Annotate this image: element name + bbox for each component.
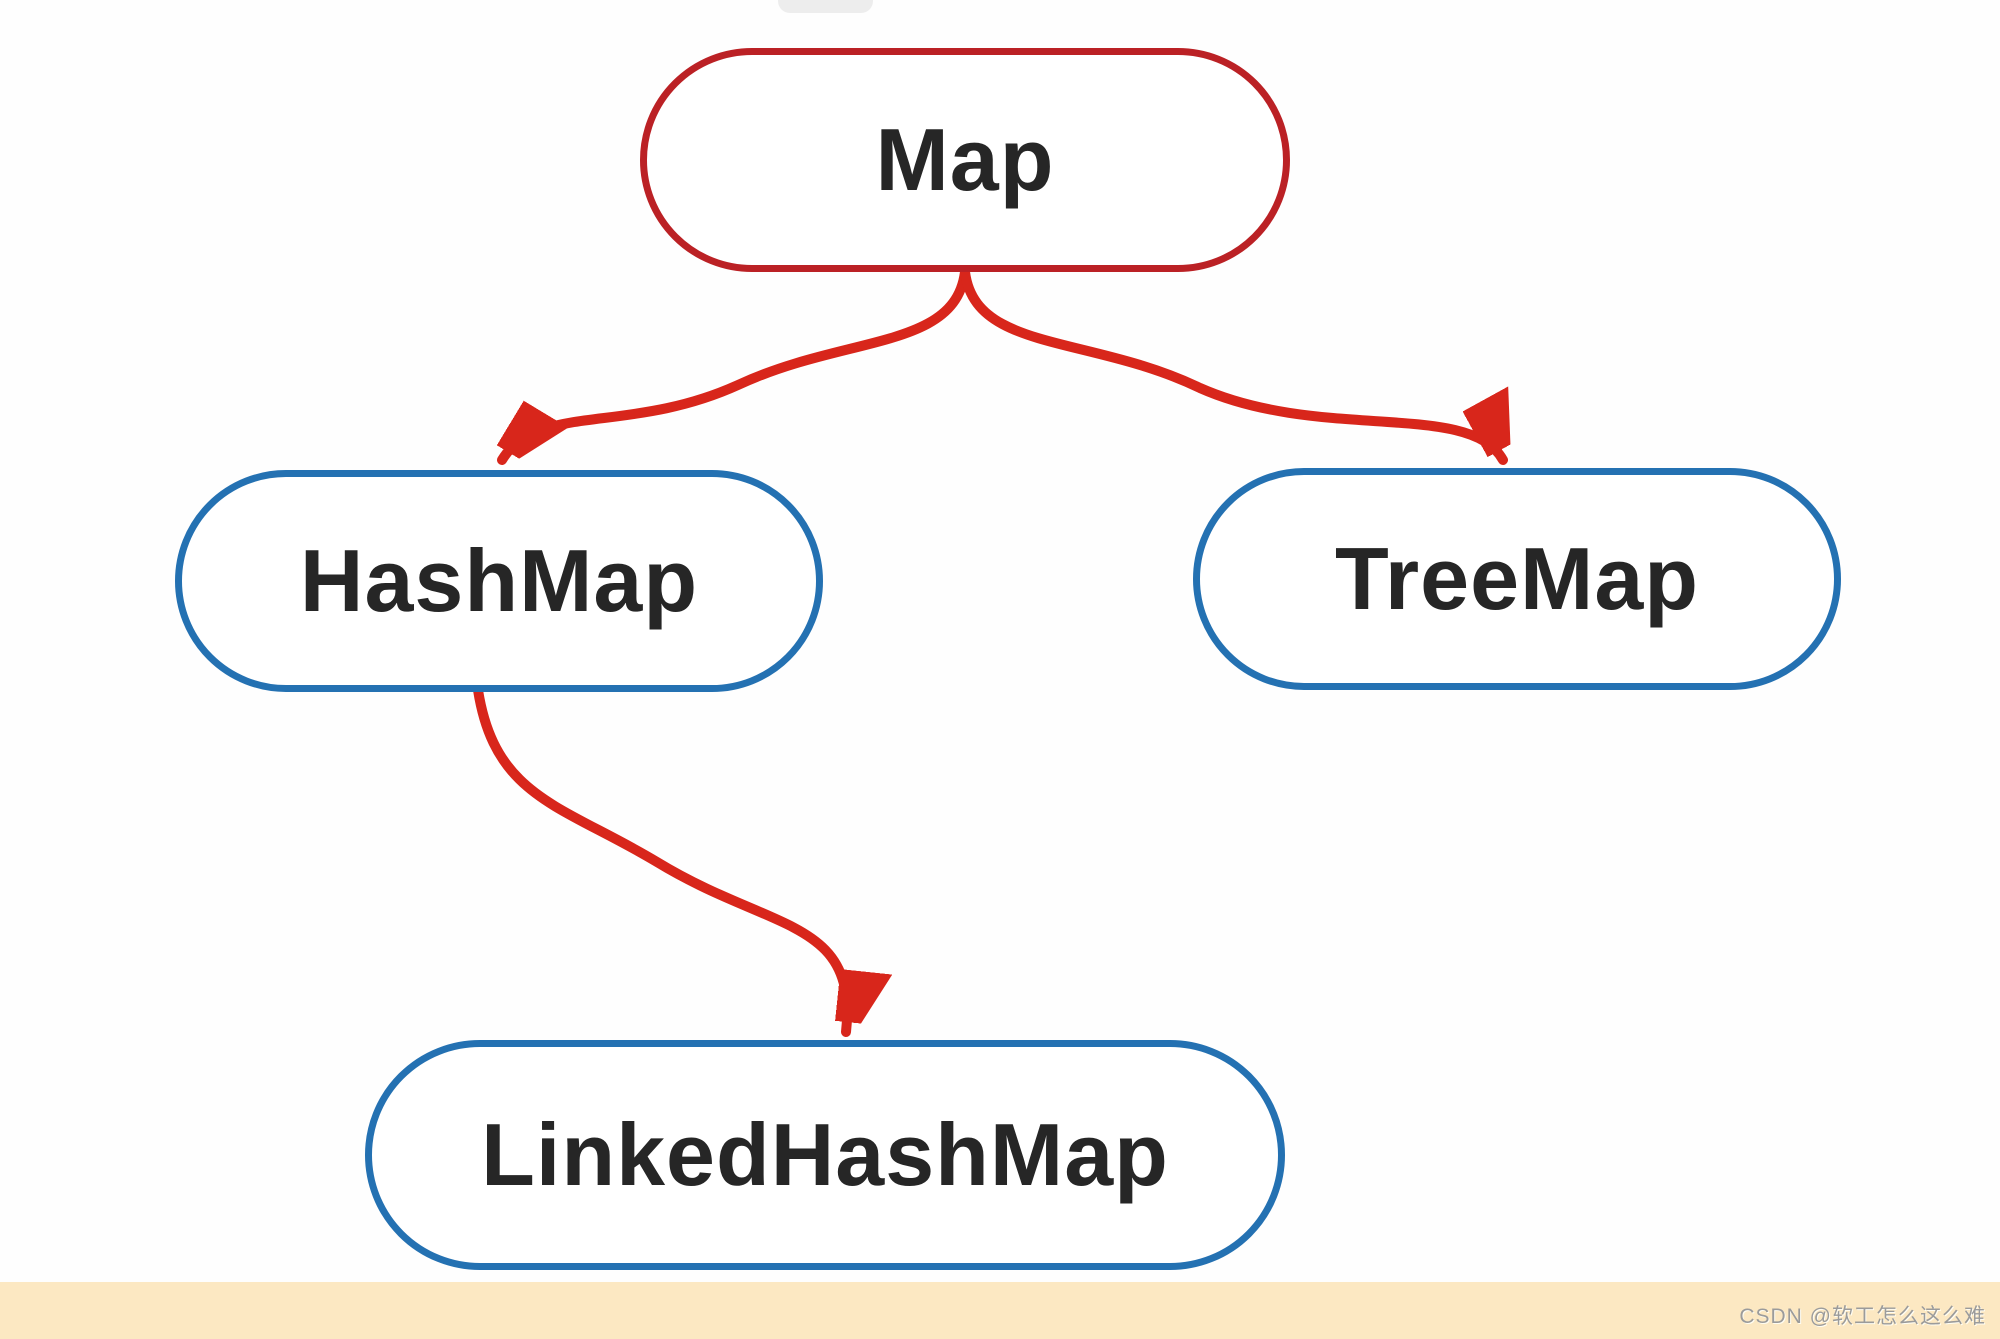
edge-map-to-treemap — [960, 267, 1503, 465]
node-treemap: TreeMap — [1193, 468, 1841, 690]
edge-map-to-hashmap — [502, 267, 970, 460]
csdn-watermark: CSDN @软工怎么这么难 — [1739, 1305, 1986, 1328]
node-linkedhashmap: LinkedHashMap — [365, 1040, 1285, 1270]
node-treemap-label: TreeMap — [1334, 529, 1700, 628]
node-hashmap: HashMap — [175, 470, 823, 692]
footer-watermark-bar: CSDN @软工怎么这么难 — [0, 1282, 2000, 1339]
cutoff-shape-top — [778, 0, 873, 13]
node-map-label: Map — [875, 110, 1055, 209]
node-hashmap-label: HashMap — [299, 531, 699, 630]
edge-hashmap-to-linkedhashmap — [473, 685, 847, 1037]
node-map: Map — [640, 48, 1290, 272]
node-linkedhashmap-label: LinkedHashMap — [481, 1105, 1169, 1204]
